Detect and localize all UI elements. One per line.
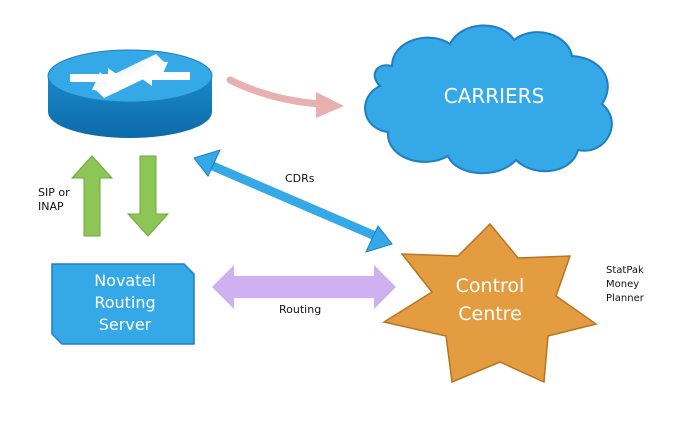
statpak-label: StatPak Money Planner — [606, 264, 644, 306]
control-centre-line2: Centre — [458, 303, 522, 325]
carriers-cloud — [364, 24, 613, 174]
cdrs-double-arrow — [193, 149, 393, 253]
routing-double-arrow — [212, 265, 396, 309]
control-centre-line1: Control — [455, 275, 525, 297]
router-to-carriers-arrow — [226, 76, 344, 118]
cdrs-label: CDRs — [285, 172, 315, 185]
router-icon — [47, 49, 213, 138]
sip-down-arrow — [126, 155, 170, 237]
routing-label: Routing — [279, 303, 322, 316]
routing-server-line3: Server — [98, 315, 152, 334]
routing-server-shape — [51, 263, 195, 345]
routing-server-label: Novatel Routing Server — [62, 270, 188, 336]
statpak-line1: StatPak — [606, 265, 644, 276]
routing-server-line1: Novatel — [94, 271, 156, 290]
carriers-label: CARRIERS — [443, 84, 545, 108]
sip-label-line2: INAP — [38, 200, 64, 213]
routing-server-line2: Routing — [94, 293, 156, 312]
sip-label-line1: SIP or — [38, 186, 70, 199]
control-centre-star — [382, 222, 598, 384]
statpak-line2: Money — [606, 279, 640, 290]
sip-up-arrow — [70, 155, 114, 237]
control-centre-label: Control Centre — [430, 272, 550, 328]
statpak-line3: Planner — [606, 293, 644, 304]
